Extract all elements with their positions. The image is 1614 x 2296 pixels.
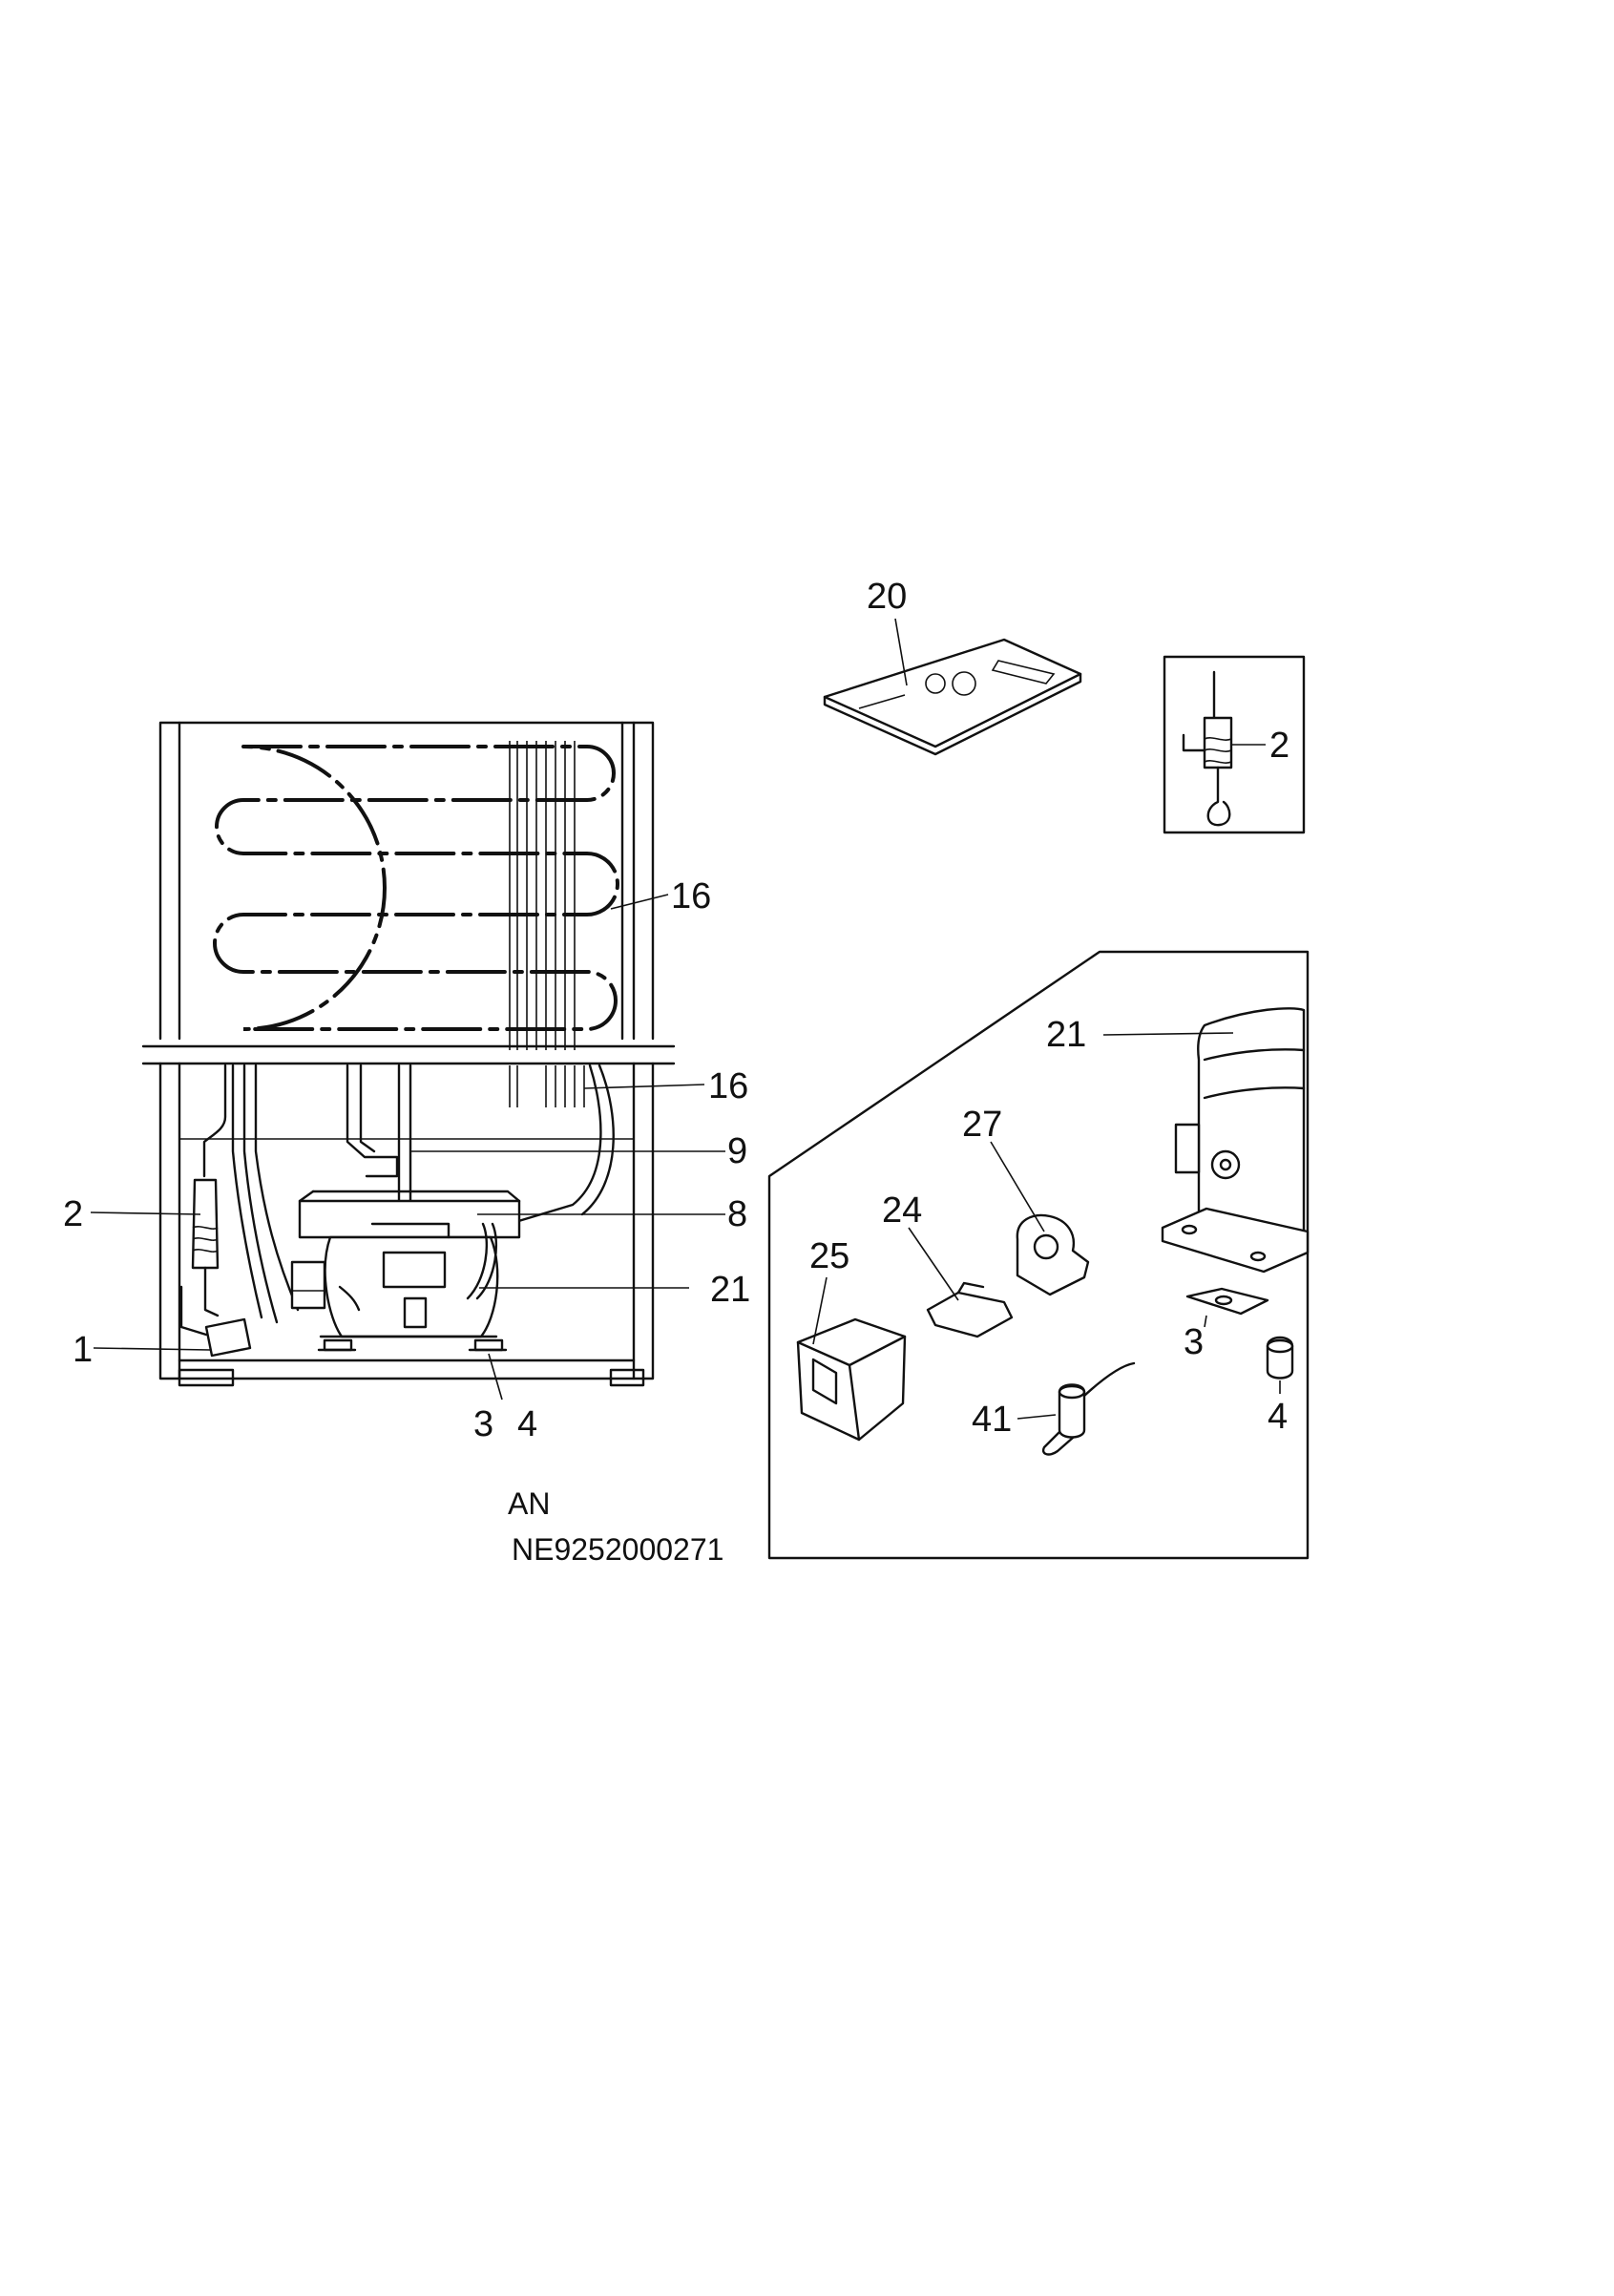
label-21-kit: 21: [1046, 1015, 1086, 1055]
foot-left: [323, 1338, 353, 1352]
inset-drier-detail: [1163, 655, 1306, 834]
compressor-kit-panel: 21 27 24 25 3: [767, 950, 1310, 1560]
refrigerator-rear-view: [90, 721, 725, 1401]
label-1: 1: [73, 1330, 93, 1370]
label-24: 24: [882, 1190, 922, 1231]
filter-drier: [191, 1178, 220, 1317]
label-3-kit: 3: [1184, 1322, 1204, 1362]
label-21-main: 21: [710, 1270, 750, 1310]
pipe-bundle: [494, 741, 615, 1230]
label-16-top: 16: [671, 876, 711, 916]
overload-protector: [990, 1141, 1090, 1296]
relay-clip: [908, 1227, 1014, 1338]
label-8: 8: [727, 1194, 747, 1234]
condenser-coil: [213, 745, 619, 1031]
label-9: 9: [727, 1131, 747, 1171]
foot-right: [473, 1338, 504, 1352]
kit-compressor: [1102, 1007, 1310, 1274]
label-4-kit: 4: [1268, 1397, 1288, 1437]
evaporation-tray: [298, 1190, 521, 1239]
label-25: 25: [809, 1236, 849, 1276]
label-4-main: 4: [517, 1404, 537, 1444]
compressor-main: [290, 1222, 499, 1338]
label-16-bottom: 16: [708, 1066, 748, 1106]
relay-box: [179, 1285, 252, 1358]
label-20: 20: [867, 577, 907, 617]
label-27: 27: [962, 1105, 1002, 1145]
variant-code: AN: [508, 1486, 550, 1521]
kit-grommet: [1266, 1336, 1294, 1394]
user-manual: [823, 618, 1082, 756]
label-3-main: 3: [473, 1404, 493, 1444]
diagram-code: NE9252000271: [512, 1532, 723, 1567]
label-41: 41: [972, 1400, 1012, 1440]
kit-bracket: [1185, 1287, 1269, 1328]
run-capacitor: [1017, 1361, 1136, 1456]
label-2-inset: 2: [1269, 726, 1289, 766]
terminal-cover: [796, 1276, 907, 1442]
label-2-main: 2: [63, 1194, 83, 1234]
